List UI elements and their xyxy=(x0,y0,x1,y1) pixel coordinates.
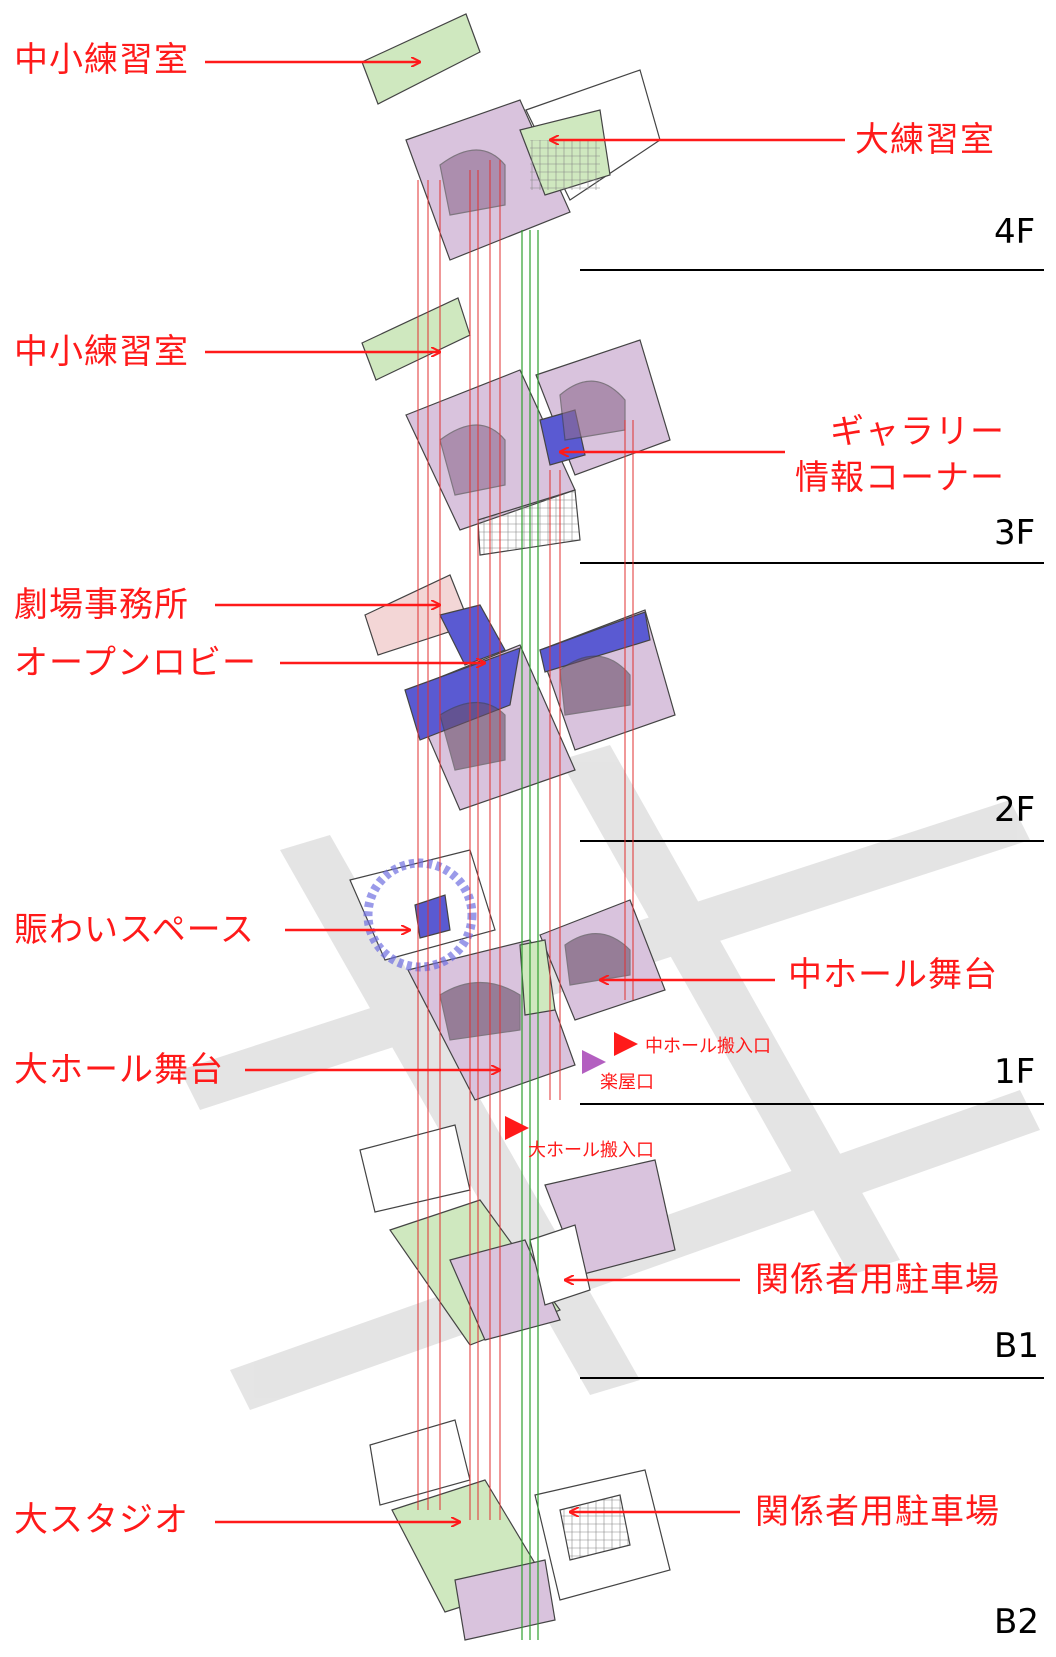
label-b2-staff-parking: 関係者用駐車場 xyxy=(755,1492,1000,1532)
plan-b1 xyxy=(359,1124,676,1346)
vertical-shafts-green xyxy=(521,230,539,1640)
label-1f-large-hall-loading: 大ホール搬入口 xyxy=(528,1140,654,1161)
floor-label-1f: 1F xyxy=(994,1052,1036,1092)
floor-label-b2: B2 xyxy=(994,1602,1039,1642)
label-3f-info-corner: 情報コーナー xyxy=(795,458,1005,498)
label-1f-mid-hall-stage: 中ホール舞台 xyxy=(788,955,998,995)
label-1f-lively-space: 賑わいスペース xyxy=(14,910,255,950)
floor-separators xyxy=(580,269,1044,1379)
label-2f-open-lobby: オープンロビー xyxy=(14,643,257,683)
label-1f-mid-hall-loading: 中ホール搬入口 xyxy=(645,1036,771,1057)
plan-1f xyxy=(349,849,666,1101)
label-1f-dressing-entrance: 楽屋口 xyxy=(600,1072,654,1093)
floor-label-b1: B1 xyxy=(994,1326,1039,1366)
label-b1-staff-parking: 関係者用駐車場 xyxy=(755,1260,1000,1300)
floor-label-2f: 2F xyxy=(994,790,1036,830)
callout-arrows xyxy=(205,62,845,1522)
plan-4f xyxy=(361,13,661,261)
plan-2f xyxy=(364,574,676,811)
label-3f-small-rehearsal: 中小練習室 xyxy=(14,332,189,372)
label-b2-large-studio: 大スタジオ xyxy=(14,1500,189,1540)
label-4f-large-rehearsal: 大練習室 xyxy=(855,120,995,160)
floor-label-3f: 3F xyxy=(994,513,1036,553)
label-2f-theater-office: 劇場事務所 xyxy=(14,585,189,625)
plan-b2 xyxy=(369,1419,671,1641)
floor-label-4f: 4F xyxy=(994,212,1036,252)
label-4f-small-rehearsal: 中小練習室 xyxy=(14,40,189,80)
plan-3f xyxy=(361,297,671,556)
label-1f-large-hall-stage: 大ホール舞台 xyxy=(14,1050,224,1090)
label-3f-gallery: ギャラリー xyxy=(830,412,1005,452)
triangle-marker-icon xyxy=(505,1032,638,1140)
vertical-shafts-red xyxy=(417,160,634,1520)
